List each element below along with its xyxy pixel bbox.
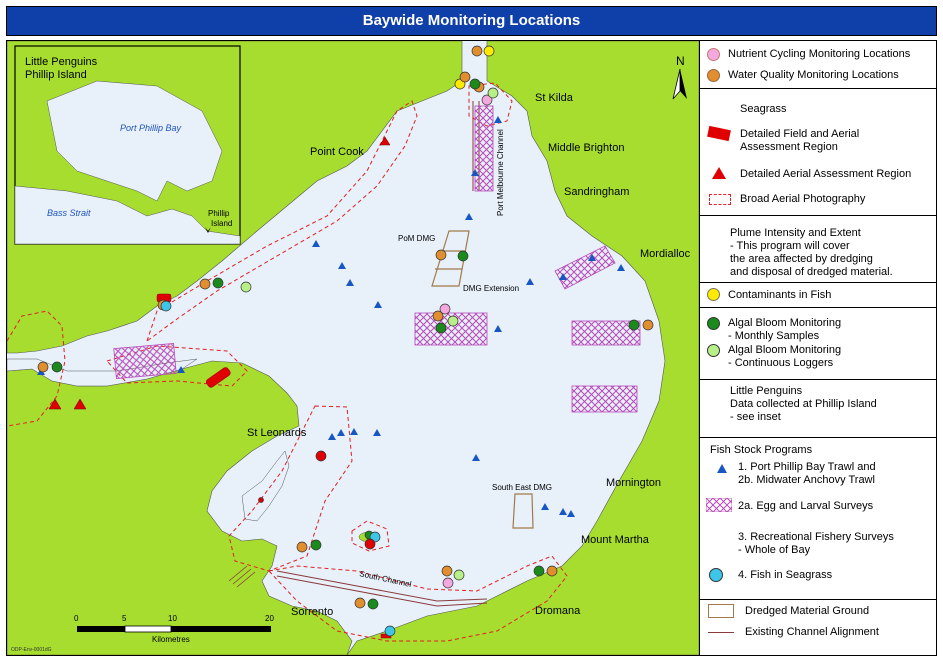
dmg-symbol-icon	[708, 604, 734, 618]
label-mordialloc: Mordialloc	[640, 248, 691, 260]
scale-tick-5: 5	[122, 614, 127, 623]
egg-area-2	[414, 312, 488, 346]
legend-section-dredging: Dredged Material Ground Existing Channel…	[700, 599, 936, 655]
trawl-markers	[37, 116, 625, 517]
inset-strait-water	[14, 185, 241, 245]
label-port-melbourne-channel: Port Melbourne Channel	[496, 129, 505, 216]
label-dmg-extension: DMG Extension	[463, 284, 519, 293]
seagrass-field-symbol-icon	[707, 125, 731, 142]
inset-title-line1: Little Penguins	[25, 56, 98, 68]
south-channel-line	[276, 570, 488, 607]
inset-title-line2: Phillip Island	[25, 69, 87, 81]
legend-fish-recreational: 3. Recreational Fishery Surveys - Whole …	[738, 531, 894, 556]
seagrass-aerial-markers	[48, 136, 391, 410]
label-st-kilda: St Kilda	[535, 92, 574, 104]
scale-tick-0: 0	[74, 614, 79, 623]
legend-section-contaminants: Contaminants in Fish	[700, 282, 936, 308]
egg-area-1	[113, 343, 177, 379]
north-arrow-icon: N	[672, 54, 687, 100]
legend-section-fish: Fish Stock Programs 1. Port Phillip Bay …	[700, 437, 936, 600]
label-sorrento: Sorrento	[291, 606, 333, 618]
legend-section-algal: Algal Bloom Monitoring - Monthly Samples…	[700, 307, 936, 380]
legend-nutrient: Nutrient Cycling Monitoring Locations	[728, 48, 911, 60]
egg-area-5	[571, 385, 638, 413]
label-pom-dmg: PoM DMG	[398, 234, 435, 243]
legend-seagrass-header: Seagrass	[740, 103, 787, 115]
label-south-east-dmg: South East DMG	[492, 483, 552, 492]
fish-seagrass-symbol-icon	[709, 568, 723, 582]
algal-monthly-symbol-icon	[707, 317, 720, 330]
label-point-cook: Point Cook	[310, 146, 364, 158]
map-title: Baywide Monitoring Locations	[6, 6, 937, 36]
bay-map-svg: St Kilda Middle Brighton Sandringham Mor…	[7, 41, 699, 655]
legend-section-penguins: Little Penguins Data collected at Philli…	[700, 379, 936, 438]
dredged-material-grounds	[431, 230, 534, 529]
legend-algal-continuous: Algal Bloom Monitoring - Continuous Logg…	[728, 344, 842, 369]
legend-seagrass-aerial: Detailed Aerial Assessment Region	[740, 168, 912, 180]
seagrass-field-regions	[156, 293, 392, 639]
label-sandringham: Sandringham	[564, 186, 629, 198]
broad-aerial-symbol-icon	[709, 194, 731, 205]
label-dromana: Dromana	[535, 605, 581, 617]
map-canvas[interactable]: St Kilda Middle Brighton Sandringham Mor…	[6, 40, 700, 656]
legend-fish-egg: 2a. Egg and Larval Surveys	[738, 500, 874, 512]
scale-tick-20: 20	[265, 614, 274, 623]
north-label: N	[676, 54, 685, 68]
legend-section-plume: Plume Intensity and Extent - This progra…	[700, 215, 936, 283]
inset-bay-water	[46, 80, 223, 202]
inset-island-label-2: Island	[211, 219, 232, 228]
label-mornington: Mornington	[606, 477, 661, 489]
nutrient-symbol-icon	[707, 48, 720, 61]
legend-section-sampling: Nutrient Cycling Monitoring Locations Wa…	[700, 41, 936, 89]
label-mount-martha: Mount Martha	[581, 534, 650, 546]
rip-channel-lines	[228, 565, 256, 588]
legend-contaminants: Contaminants in Fish	[728, 289, 832, 301]
inset-bay-label: Port Phillip Bay	[120, 123, 182, 133]
legend-panel: Nutrient Cycling Monitoring Locations Wa…	[699, 40, 937, 656]
monitoring-circles	[37, 45, 654, 637]
inset-strait-label: Bass Strait	[47, 208, 91, 218]
label-middle-brighton: Middle Brighton	[548, 142, 624, 154]
egg-larval-areas	[113, 105, 641, 413]
land-east	[346, 41, 699, 655]
legend-penguins: Little Penguins Data collected at Philli…	[730, 385, 877, 423]
scale-tick-10: 10	[168, 614, 177, 623]
egg-area-6	[474, 105, 494, 192]
label-st-leonards: St Leonards	[247, 427, 307, 439]
legend-seagrass-field: Detailed Field and Aerial Assessment Reg…	[740, 128, 860, 153]
legend-fish-trawl: 1. Port Phillip Bay Trawl and 2b. Midwat…	[738, 461, 876, 486]
south-east-dmg-polygon	[512, 493, 534, 529]
legend-water-quality: Water Quality Monitoring Locations	[728, 69, 899, 81]
water-quality-symbol-icon	[707, 69, 720, 82]
legend-seagrass-broad: Broad Aerial Photography	[740, 193, 866, 205]
legend-fish-header: Fish Stock Programs	[710, 444, 813, 456]
channel-symbol-icon	[708, 632, 734, 633]
legend-fish-seagrass: 4. Fish in Seagrass	[738, 569, 833, 581]
scale-bar: 0 5 10 20 Kilometres	[74, 614, 274, 644]
penguin-icon	[205, 227, 211, 233]
field-region-1	[205, 367, 231, 388]
scale-unit: Kilometres	[152, 635, 190, 644]
egg-larval-symbol-icon	[706, 498, 732, 512]
legend-dredged-ground: Dredged Material Ground	[745, 605, 870, 617]
inset-island-label-1: Phillip	[208, 209, 230, 218]
legend-algal-monthly: Algal Bloom Monitoring - Monthly Samples	[728, 317, 842, 342]
trawl-symbol-icon	[717, 464, 727, 473]
swan-bay	[241, 450, 290, 522]
inset-map: Port Phillip Bay Bass Strait Phillip Isl…	[14, 45, 241, 245]
doc-id: ODP-Env-0001dG	[11, 647, 52, 653]
pom-dmg-polygon	[431, 230, 470, 287]
legend-section-seagrass: Seagrass Detailed Field and Aerial Asses…	[700, 88, 936, 216]
legend-channel-alignment: Existing Channel Alignment	[745, 626, 879, 638]
algal-continuous-symbol-icon	[707, 344, 720, 357]
seagrass-aerial-symbol-icon	[712, 167, 726, 179]
contaminants-symbol-icon	[707, 288, 720, 301]
legend-plume: Plume Intensity and Extent - This progra…	[730, 227, 893, 278]
egg-area-3	[554, 245, 616, 290]
